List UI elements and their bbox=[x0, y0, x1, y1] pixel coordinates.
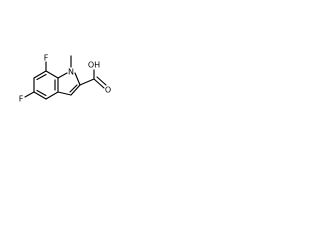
bond-c2-carboxyl bbox=[79, 78, 95, 86]
bond-c3a-c4 bbox=[45, 91, 59, 100]
bond-carboxyl-o-inner bbox=[96, 76, 107, 86]
bond-c7-c7a bbox=[45, 70, 59, 79]
atom-label-n: N bbox=[68, 68, 74, 77]
bond-c6-c7-inner bbox=[36, 73, 47, 81]
bond-c5-f bbox=[24, 91, 35, 98]
bond-c4-c5-inner bbox=[36, 89, 47, 97]
bond-c2-c3 bbox=[70, 84, 81, 96]
atom-label-o: O bbox=[105, 86, 111, 95]
bond-c4-c5 bbox=[33, 91, 47, 100]
structure-drawing: F F N OH O bbox=[19, 54, 111, 104]
bond-n-c2 bbox=[74, 72, 81, 86]
bond-c3-c3a bbox=[57, 91, 72, 96]
molecule-canvas: F F N OH O bbox=[0, 0, 152, 152]
bond-c7a-n bbox=[57, 72, 68, 79]
atom-label-oh: OH bbox=[88, 61, 100, 70]
atom-label-f-left: F bbox=[19, 95, 24, 104]
bond-c6-c7 bbox=[33, 70, 47, 79]
bond-carboxyl-o-outer bbox=[93, 78, 105, 89]
bond-c2-c3-inner bbox=[69, 84, 78, 93]
atom-label-f-top: F bbox=[44, 54, 49, 63]
